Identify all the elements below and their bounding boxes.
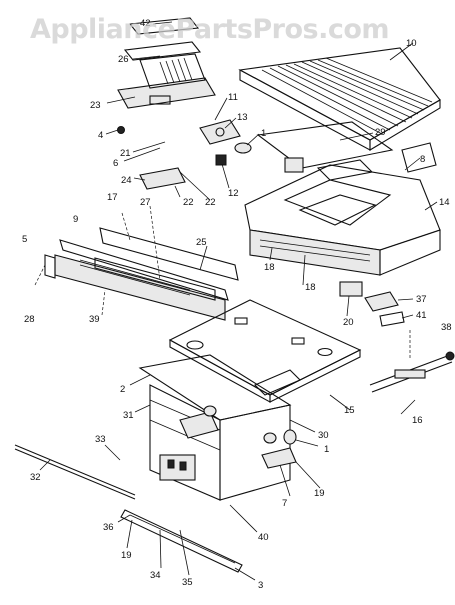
- label-25: 25: [196, 237, 207, 248]
- insulation-sheet: [256, 121, 394, 169]
- label-6: 6: [113, 158, 118, 169]
- label-13: 13: [237, 112, 248, 123]
- freezer-housing: [244, 142, 441, 297]
- label-29: 29: [375, 127, 386, 138]
- label-18-left: 18: [264, 262, 275, 273]
- label-4: 4: [98, 130, 103, 141]
- lower-cover-panel: [168, 299, 362, 403]
- label-9: 9: [73, 214, 78, 225]
- label-7: 7: [282, 498, 287, 509]
- label-12: 12: [228, 188, 239, 199]
- label-31: 31: [123, 410, 134, 421]
- label-22-right: 22: [205, 197, 216, 208]
- label-33: 33: [95, 434, 106, 445]
- label-27: 27: [140, 197, 151, 208]
- label-39: 39: [89, 314, 100, 325]
- label-37: 37: [416, 294, 427, 305]
- label-38: 38: [441, 322, 452, 333]
- label-20: 20: [343, 317, 354, 328]
- part-number-labels: 42 26 10 23 11 13 1 29 4 6 21 12 8 14 24…: [22, 18, 452, 591]
- control-housing: [138, 354, 297, 501]
- label-15: 15: [344, 405, 355, 416]
- label-34: 34: [150, 570, 161, 581]
- label-19-right: 19: [314, 488, 325, 499]
- label-36: 36: [103, 522, 114, 533]
- label-1-bottom: 1: [324, 444, 329, 455]
- label-3: 3: [258, 580, 263, 591]
- vent-grille-assembly: [117, 17, 216, 109]
- label-8: 8: [420, 154, 425, 165]
- label-10: 10: [406, 38, 417, 49]
- label-35: 35: [182, 577, 193, 588]
- label-2: 2: [120, 384, 125, 395]
- label-40: 40: [258, 532, 269, 543]
- label-26: 26: [118, 54, 129, 65]
- leader-lines: [34, 21, 438, 581]
- label-11: 11: [228, 92, 238, 103]
- right-small-parts: [364, 291, 455, 393]
- label-1-top: 1: [261, 128, 266, 139]
- bottom-trim-bars: [14, 444, 243, 573]
- label-16: 16: [412, 415, 423, 426]
- front-trim-rails: [44, 227, 239, 321]
- label-5: 5: [22, 234, 27, 245]
- label-19-bottom: 19: [121, 550, 132, 561]
- label-18-right: 18: [305, 282, 316, 293]
- hinge-small-parts: [117, 119, 252, 190]
- label-17: 17: [107, 192, 118, 203]
- label-28: 28: [24, 314, 35, 325]
- label-14: 14: [439, 197, 450, 208]
- label-23: 23: [90, 100, 101, 111]
- label-32: 32: [30, 472, 41, 483]
- top-shelf-panel: [238, 47, 441, 151]
- label-41: 41: [416, 310, 427, 321]
- label-21: 21: [120, 148, 131, 159]
- label-30: 30: [318, 430, 329, 441]
- label-42: 42: [140, 18, 151, 29]
- label-22-left: 22: [183, 197, 194, 208]
- label-24: 24: [121, 175, 132, 186]
